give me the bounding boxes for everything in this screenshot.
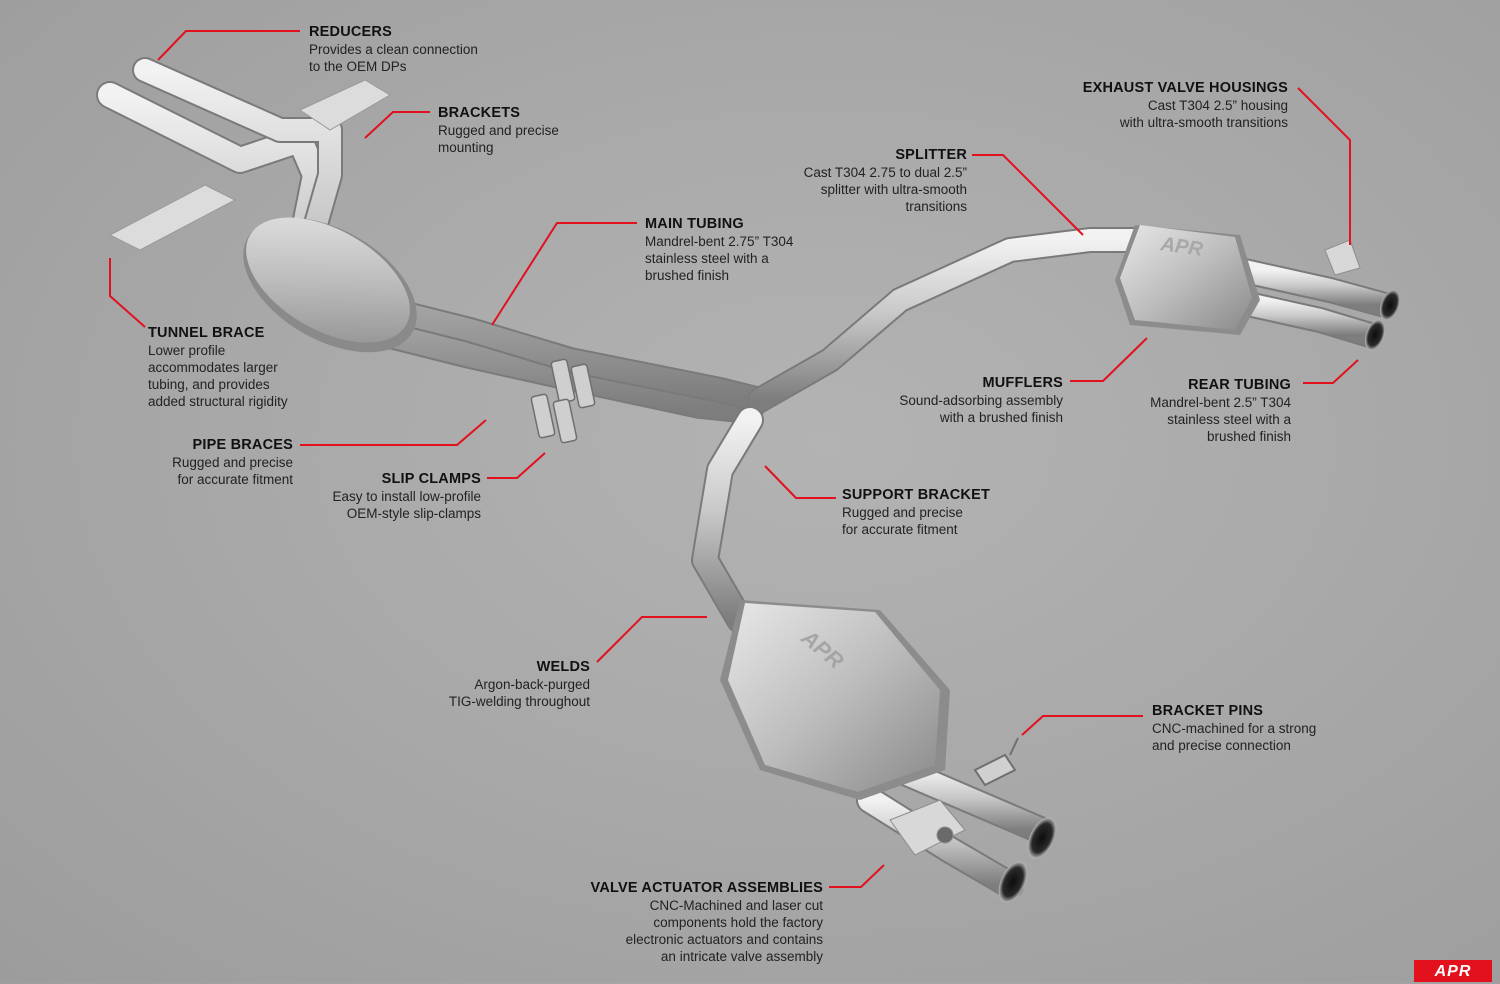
leader-reducers (157, 30, 300, 61)
slip-clamps-illustration (530, 358, 596, 444)
callout-title: VALVE ACTUATOR ASSEMBLIES (590, 880, 823, 896)
callout-title: MUFFLERS (982, 375, 1063, 391)
callout-description: CNC-machined for a strong and precise co… (1152, 721, 1317, 753)
callout-title: BRACKETS (438, 105, 521, 121)
callout-title: PIPE BRACES (192, 437, 293, 453)
bracket-pins-illustration (973, 737, 1019, 787)
apr-logo: APR (1414, 960, 1492, 982)
callout-title: REAR TUBING (1188, 377, 1291, 393)
callout-description: Lower profile accommodates larger tubing… (148, 343, 288, 409)
upper-muffler-illustration: APR (1115, 225, 1260, 335)
callout-description: Rugged and precise for accurate fitment (842, 505, 963, 537)
callout-description: Rugged and precise mounting (438, 123, 559, 155)
callout-title: SUPPORT BRACKET (842, 487, 991, 503)
bracket-plates-illustration (108, 79, 391, 251)
callout-mufflers: MUFFLERS Sound-adsorbing assembly with a… (899, 375, 1063, 426)
callout-description: Argon-back-purged TIG-welding throughout (448, 677, 590, 709)
callout-title: SPLITTER (895, 147, 967, 163)
callout-main-tubing: MAIN TUBING Mandrel-bent 2.75” T304 stai… (645, 216, 793, 284)
callout-title: MAIN TUBING (645, 216, 744, 232)
callout-title: REDUCERS (309, 24, 392, 40)
main-tubing-illustration (96, 57, 1398, 899)
leader-splitter (972, 154, 1084, 236)
callout-pipe-braces: PIPE BRACES Rugged and precise for accur… (172, 437, 293, 488)
callout-title: WELDS (536, 659, 590, 675)
callout-description: Sound-adsorbing assembly with a brushed … (899, 393, 1063, 425)
callout-brackets: BRACKETS Rugged and precise mounting (438, 105, 559, 156)
leader-valve-actuator-assemblies (829, 864, 885, 888)
callout-rear-tubing: REAR TUBING Mandrel-bent 2.5” T304 stain… (1150, 377, 1291, 445)
leader-welds (596, 616, 707, 663)
callout-description: Cast T304 2.75 to dual 2.5” splitter wit… (803, 165, 967, 214)
leader-rear-tubing (1303, 359, 1359, 384)
leader-brackets (364, 111, 430, 139)
callout-title: EXHAUST VALVE HOUSINGS (1082, 80, 1288, 96)
callout-bracket-pins: BRACKET PINS CNC-machined for a strong a… (1152, 703, 1316, 754)
callout-title: TUNNEL BRACE (148, 325, 265, 341)
leader-mufflers (1070, 337, 1148, 382)
callout-reducers: REDUCERS Provides a clean connection to … (309, 24, 478, 75)
callout-description: Provides a clean connection to the OEM D… (309, 42, 478, 74)
valve-actuator-illustration (889, 239, 1361, 856)
callout-description: Cast T304 2.5” housing with ultra-smooth… (1119, 98, 1288, 130)
callout-slip-clamps: SLIP CLAMPS Easy to install low-profile … (332, 471, 481, 522)
callout-welds: WELDS Argon-back-purged TIG-welding thro… (449, 659, 590, 710)
callout-exhaust-valve-housings: EXHAUST VALVE HOUSINGS Cast T304 2.5” ho… (1083, 80, 1288, 131)
lower-muffler-illustration: APR (720, 600, 950, 800)
callout-title: BRACKET PINS (1152, 703, 1264, 719)
callout-support-bracket: SUPPORT BRACKET Rugged and precise for a… (842, 487, 990, 538)
callout-description: Mandrel-bent 2.75” T304 stainless steel … (645, 234, 794, 283)
callout-valve-actuator-assemblies: VALVE ACTUATOR ASSEMBLIES CNC-Machined a… (591, 880, 823, 965)
exhaust-tips-illustration (998, 289, 1401, 903)
leader-pipe-braces (300, 419, 487, 446)
leader-support-bracket (764, 465, 836, 499)
leader-main-tubing (491, 222, 637, 326)
leader-exhaust-valve-housings (1297, 87, 1351, 245)
exhaust-system-illustration: APR APR (96, 57, 1401, 903)
callout-description: Mandrel-bent 2.5” T304 stainless steel w… (1150, 395, 1291, 444)
callout-title: SLIP CLAMPS (381, 471, 481, 487)
callout-description: Rugged and precise for accurate fitment (172, 455, 293, 487)
callout-tunnel-brace: TUNNEL BRACE Lower profile accommodates … (148, 325, 288, 410)
leader-tunnel-brace (109, 258, 146, 328)
callout-description: CNC-Machined and laser cut components ho… (625, 898, 823, 964)
callout-description: Easy to install low-profile OEM-style sl… (332, 489, 481, 521)
tunnel-brace-can-illustration (243, 217, 417, 353)
leader-lines (109, 30, 1359, 888)
callout-splitter: SPLITTER Cast T304 2.75 to dual 2.5” spl… (804, 147, 967, 215)
leader-bracket-pins (1021, 715, 1143, 736)
leader-slip-clamps (487, 452, 546, 479)
